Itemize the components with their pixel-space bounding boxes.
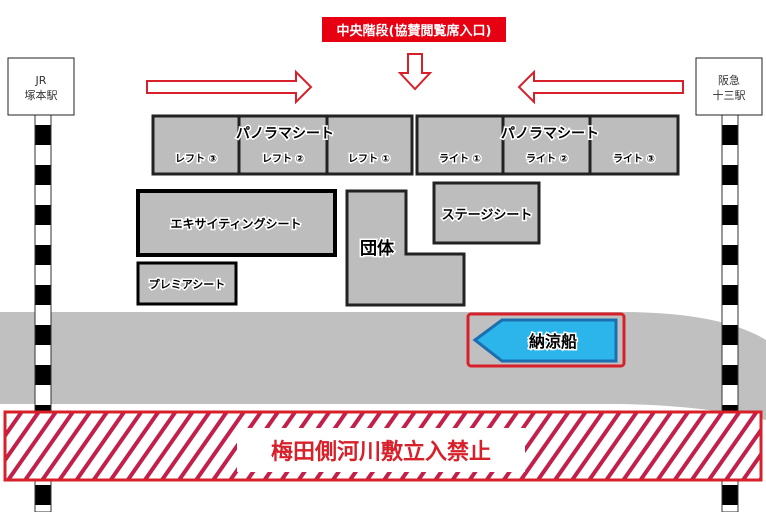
arrow-left-icon	[517, 69, 684, 105]
stage-label: ステージシート	[442, 208, 533, 223]
block-left-3: レフト ③	[175, 153, 217, 165]
restricted-zone: 梅田側河川敷立入禁止	[3, 410, 763, 482]
block-right-2: ライト ②	[526, 153, 568, 165]
group-seat[interactable]: 団体	[345, 189, 466, 307]
block-right-3: ライト ③	[613, 153, 655, 165]
exciting-label: エキサイティングシート	[170, 216, 301, 231]
premium-label: プレミアシート	[149, 277, 226, 291]
river	[0, 312, 766, 420]
boat-seat[interactable]: 納涼船	[466, 312, 626, 368]
station-line2: 塚本駅	[25, 88, 58, 102]
boat-arrow-icon	[472, 318, 618, 363]
boat-label: 納涼船	[529, 332, 577, 351]
block-left-2: レフト ②	[262, 153, 304, 165]
arrow-right-icon	[146, 69, 313, 105]
premium-seat[interactable]: プレミアシート	[136, 261, 238, 306]
panorama-seat-right[interactable]: パノラマシート ライト ① ライト ② ライト ③	[415, 114, 680, 176]
panorama-left-title: パノラマシート	[236, 126, 334, 142]
restricted-label: 梅田側河川敷立入禁止	[271, 439, 491, 465]
stage-seat[interactable]: ステージシート	[432, 181, 541, 245]
arrow-down-icon	[397, 53, 433, 91]
station-sign-hankyu-juso: 阪急 十三駅	[695, 57, 763, 116]
station-sign-jr-tsukamoto: JR 塚本駅	[7, 57, 75, 116]
block-right-1: ライト ①	[439, 153, 481, 165]
block-left-1: レフト ①	[348, 153, 390, 165]
panorama-seat-left[interactable]: パノラマシート レフト ③ レフト ② レフト ①	[151, 114, 414, 176]
exciting-seat[interactable]: エキサイティングシート	[136, 189, 337, 257]
panorama-right-title: パノラマシート	[501, 126, 599, 142]
station-line1: JR	[35, 74, 47, 87]
entrance-label: 中央階段(協賛閲覧席入口)	[322, 17, 506, 42]
station-line1: 阪急	[718, 73, 740, 87]
station-line2: 十三駅	[713, 88, 746, 102]
group-label: 団体	[360, 238, 395, 259]
entrance-text: 中央階段(協賛閲覧席入口)	[337, 23, 492, 39]
